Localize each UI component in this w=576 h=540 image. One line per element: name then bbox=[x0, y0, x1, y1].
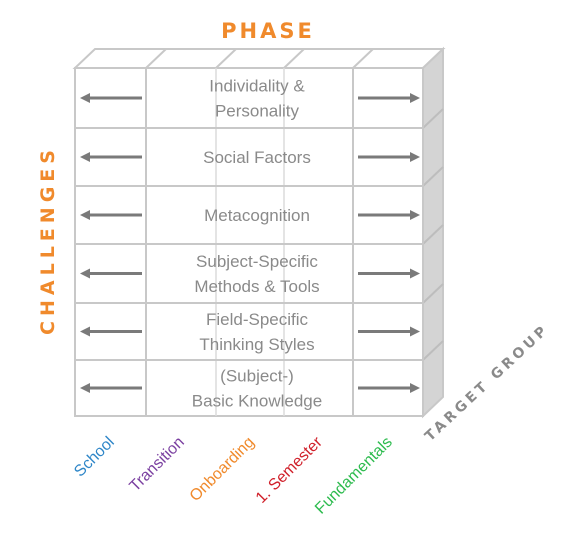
challenge-label: Basic Knowledge bbox=[192, 392, 322, 411]
phase-title: PHASE bbox=[221, 19, 315, 43]
challenge-label: Social Factors bbox=[203, 148, 311, 167]
challenge-label: Personality bbox=[215, 102, 300, 121]
challenge-row: Individality & Personality bbox=[80, 77, 420, 121]
left-arrow-icon bbox=[80, 383, 142, 393]
right-arrow-icon bbox=[358, 210, 420, 220]
challenge-row: (Subject-) Basic Knowledge bbox=[80, 367, 420, 411]
cube-front-face bbox=[74, 67, 424, 417]
right-arrow-icon bbox=[358, 93, 420, 103]
left-arrow-icon bbox=[80, 152, 142, 162]
challenge-label: Subject-Specific bbox=[196, 252, 318, 271]
phase-label: School bbox=[71, 434, 118, 481]
challenge-label: Field-Specific bbox=[206, 310, 309, 329]
left-arrow-icon bbox=[80, 93, 142, 103]
challenge-label: Methods & Tools bbox=[194, 277, 319, 296]
challenge-row: Metacognition bbox=[80, 206, 420, 225]
cube-top-face bbox=[72, 48, 446, 69]
right-arrow-icon bbox=[358, 152, 420, 162]
right-arrow-icon bbox=[358, 268, 420, 279]
challenge-label: Metacognition bbox=[204, 206, 310, 225]
challenge-label: Individality & bbox=[209, 77, 305, 96]
challenge-row: Social Factors bbox=[80, 148, 420, 167]
right-arrow-icon bbox=[358, 326, 420, 337]
cube-side-face bbox=[422, 46, 444, 419]
challenge-label: Thinking Styles bbox=[199, 335, 314, 354]
challenge-label: (Subject-) bbox=[220, 367, 294, 386]
left-arrow-icon bbox=[80, 268, 142, 279]
phase-label: 1. Semester bbox=[253, 433, 326, 506]
phase-label: Transition bbox=[127, 434, 188, 495]
left-arrow-icon bbox=[80, 210, 142, 220]
phase-label: Onboarding bbox=[187, 434, 258, 505]
right-arrow-icon bbox=[358, 383, 420, 393]
left-arrow-icon bbox=[80, 326, 142, 337]
challenges-title: CHALLENGES bbox=[37, 145, 59, 335]
